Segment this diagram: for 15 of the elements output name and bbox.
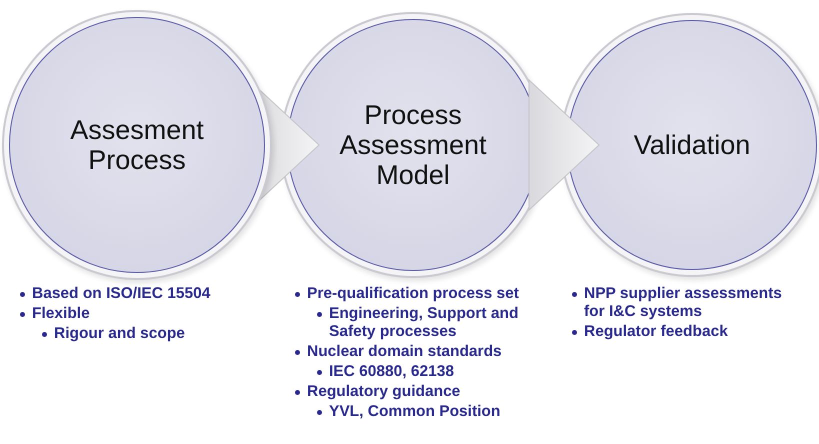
arrow xyxy=(528,80,600,210)
bullet-point: Regulator feedback xyxy=(584,323,728,340)
bullet-point: NPP supplier assessments for I&C systems xyxy=(584,285,782,320)
bullet-point: Regulatory guidance xyxy=(307,383,460,400)
bullet-point: Pre-qualification process set xyxy=(307,285,519,302)
stage-title: Process Assessment Model xyxy=(338,100,488,190)
bullet-point: Engineering, Support and Safety processes xyxy=(329,305,518,340)
bullet-point: Based on ISO/IEC 15504 xyxy=(32,285,210,302)
bullet-point: Rigour and scope xyxy=(54,325,185,342)
bullet-point: YVL, Common Position xyxy=(329,403,500,420)
bullet-point: Nuclear domain standards xyxy=(307,343,502,360)
bullet-point: Flexible xyxy=(32,305,90,322)
stage-title: Validation xyxy=(632,130,752,160)
bullet-point: IEC 60880, 62138 xyxy=(329,363,454,380)
stage-title: Assesment Process xyxy=(69,114,205,176)
